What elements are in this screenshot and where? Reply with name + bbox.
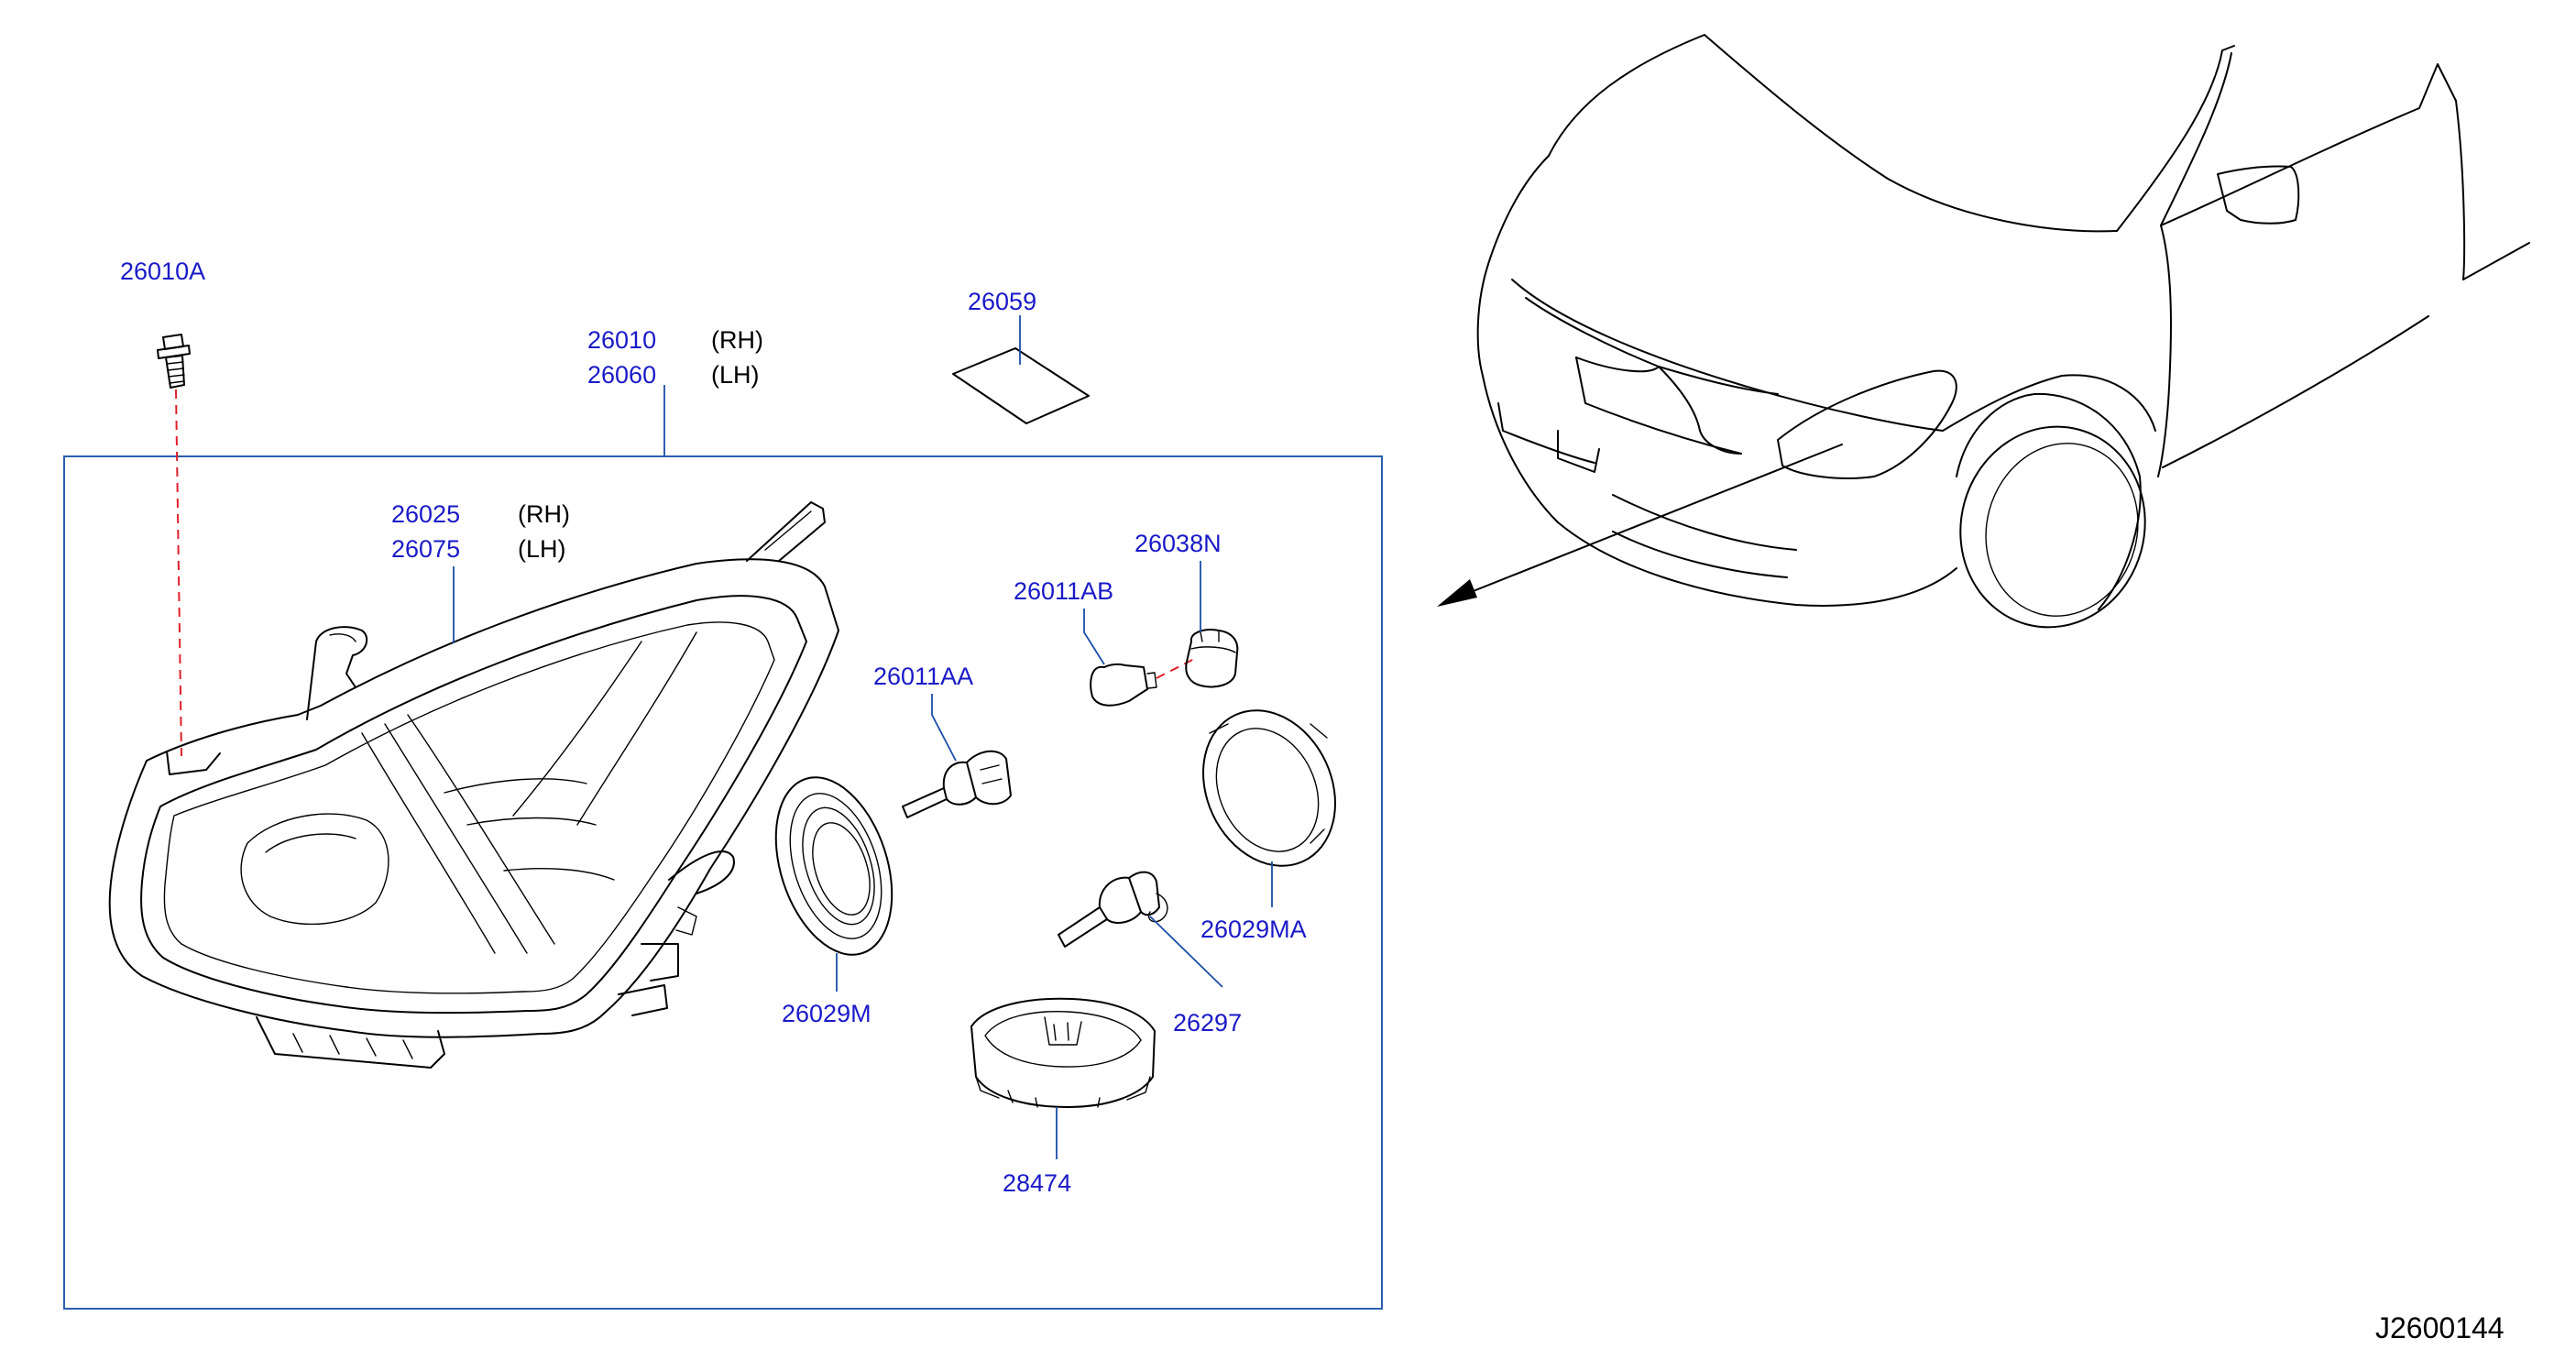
ballast-unit-icon (970, 997, 1156, 1108)
leader-26011AB (1083, 609, 1105, 665)
part-label-26029M: 26029M (782, 1000, 871, 1027)
part-label-26297: 26297 (1173, 1009, 1242, 1036)
part-label-26011AA: 26011AA (873, 663, 973, 690)
part-label-28474: 28474 (1003, 1169, 1071, 1197)
bolt-icon (157, 334, 191, 389)
part-label-26010: 26010 (587, 326, 656, 354)
side-label-lh: (LH) (711, 361, 760, 389)
side-label-lh: (LH) (518, 535, 566, 563)
diagram-code: J2600144 (2375, 1311, 2505, 1344)
label-sticker-icon (952, 347, 1090, 424)
bulb-guide-dashed (1156, 657, 1197, 679)
xenon-bulb-icon (902, 750, 1012, 818)
part-label-26025: 26025 (391, 500, 460, 528)
bulb-icon (1090, 663, 1157, 707)
side-label-rh: (RH) (711, 326, 763, 354)
part-label-26010A: 26010A (120, 258, 205, 285)
part-label-26075: 26075 (391, 535, 460, 563)
socket-icon (1185, 629, 1239, 688)
leader-26297 (1149, 916, 1223, 988)
part-label-26029MA: 26029MA (1200, 916, 1307, 943)
assembly-frame (63, 455, 1383, 1310)
side-label-rh: (RH) (518, 500, 570, 528)
vehicle-outline-icon (1476, 34, 2530, 629)
leader-26011AA (931, 694, 957, 762)
headlamp-housing-icon (108, 501, 839, 1069)
part-label-26060: 26060 (587, 361, 656, 389)
part-label-26059: 26059 (968, 288, 1036, 315)
hid-bulb-icon (1058, 871, 1168, 948)
part-label-26011AB: 26011AB (1014, 577, 1113, 605)
location-arrow-icon (1437, 444, 1843, 607)
bolt-guide-dashed (175, 389, 182, 757)
part-label-26038N: 26038N (1135, 530, 1222, 557)
seal-ring-icon (1202, 709, 1336, 867)
seal-ring-icon (774, 776, 893, 956)
